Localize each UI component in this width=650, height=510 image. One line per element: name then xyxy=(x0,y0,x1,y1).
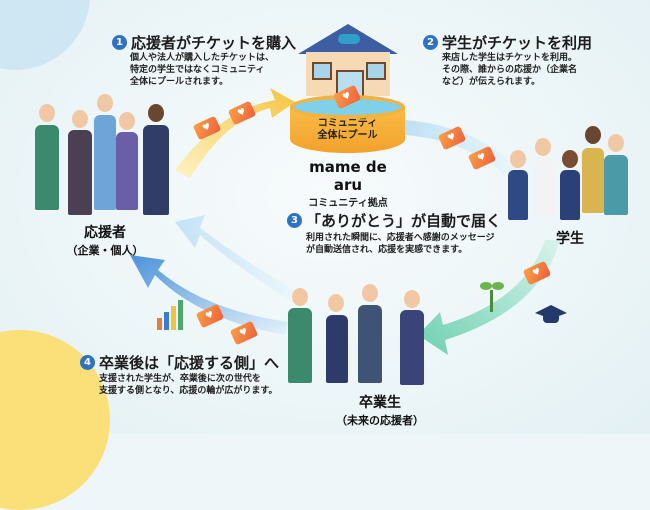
step-1-title: 1 応援者がチケットを購入 xyxy=(112,32,296,53)
arrow-students-to-graduates xyxy=(418,240,560,355)
arrow-graduates-to-supporters-4 xyxy=(130,255,288,335)
brand-subtitle: コミュニティ拠点 xyxy=(308,198,388,209)
step-2-title: 2 学生がチケットを利用 xyxy=(423,32,592,53)
brand-block: mame de aru コミュニティ拠点 xyxy=(298,158,398,209)
role-label-supporters: 応援者 （企業・個人） xyxy=(66,225,144,257)
ticket-pool-icon: コミュニティ 全体にプール ♥ xyxy=(290,84,405,155)
pool-label: コミュニティ 全体にプール xyxy=(317,118,378,141)
arrow-supporters-to-pool xyxy=(175,88,295,178)
step-number-badge: 4 xyxy=(80,355,95,370)
community-house-icon xyxy=(298,24,398,100)
step-4-title: 4 卒業後は「応援する側」へ xyxy=(80,352,279,373)
arrow-graduates-to-supporters-3 xyxy=(175,215,295,300)
brand-name: mame de aru xyxy=(309,158,387,194)
step-number-badge: 2 xyxy=(423,35,438,50)
sprout-icon xyxy=(480,282,504,312)
step-number-badge: 1 xyxy=(112,35,127,50)
step-1-description: 個人や法人が購入したチケットは、 特定の学生ではなくコミュニティ 全体にプールさ… xyxy=(130,53,275,87)
step-3-title: 3 「ありがとう」が自動で届く xyxy=(287,210,501,231)
step-2-description: 来店した学生はチケットを利用。 その際、誰からの応援か（企業名 など）が伝えられ… xyxy=(442,53,578,87)
role-label-students: 学生 xyxy=(556,231,584,247)
bar-chart-growth-icon xyxy=(155,300,185,330)
step-4-description: 支援された学生が、卒業後に次の世代を 支援する側となり、応援の輪が広がります。 xyxy=(99,374,278,396)
step-3-description: 利用された瞬間に、応援者へ感謝のメッセージ が自動送信され、応援を実感できます。 xyxy=(306,233,495,255)
step-number-badge: 3 xyxy=(287,213,302,228)
graduation-cap-icon xyxy=(535,305,567,325)
role-label-graduates: 卒業生 （未来の応援者） xyxy=(336,395,424,427)
